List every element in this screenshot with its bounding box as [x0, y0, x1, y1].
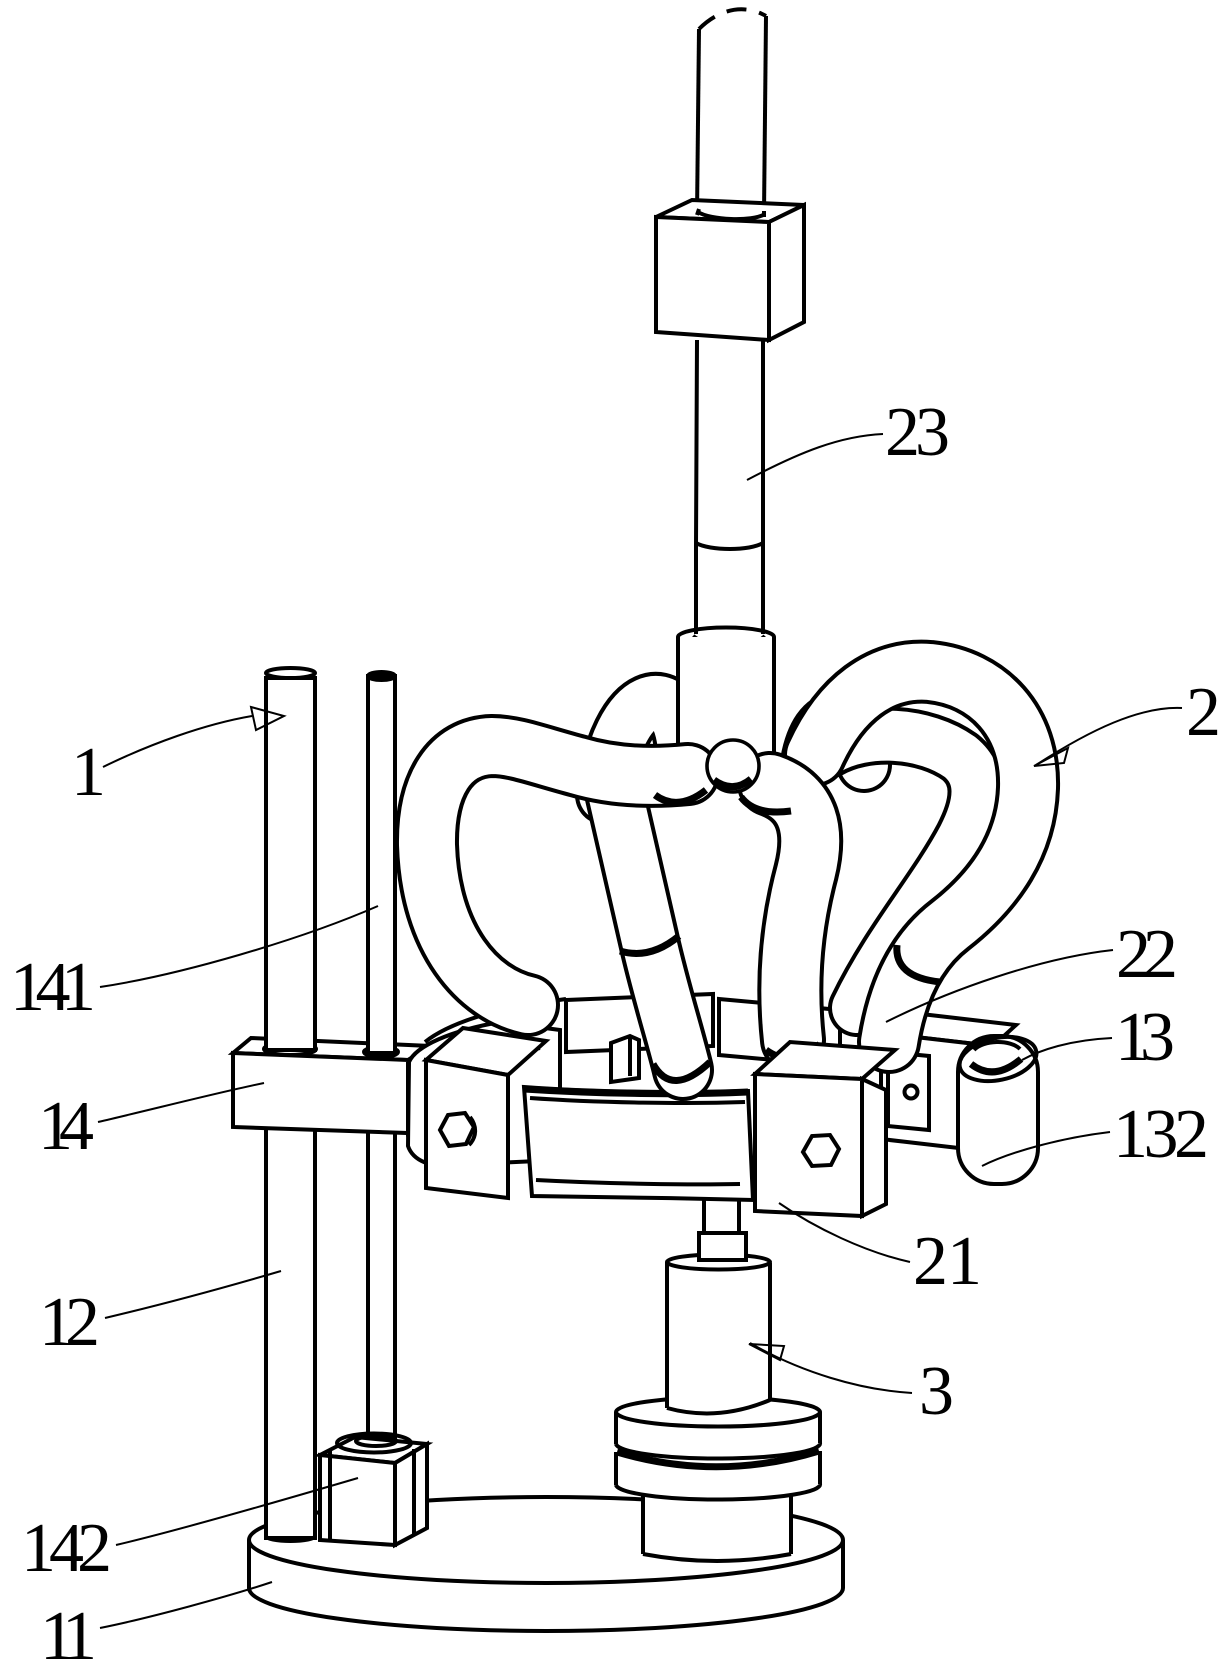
svg-text:12: 12: [39, 1284, 100, 1361]
svg-text:2: 2: [1186, 674, 1221, 751]
svg-text:22: 22: [1116, 916, 1178, 993]
svg-text:142: 142: [21, 1510, 112, 1587]
svg-text:23: 23: [885, 394, 950, 471]
svg-text:13: 13: [1115, 999, 1175, 1076]
svg-text:1: 1: [71, 734, 106, 811]
svg-text:14: 14: [38, 1088, 94, 1165]
svg-text:132: 132: [1113, 1096, 1209, 1173]
svg-text:3: 3: [919, 1353, 954, 1430]
svg-text:11: 11: [40, 1598, 97, 1665]
svg-text:21: 21: [913, 1223, 982, 1300]
svg-text:141: 141: [10, 949, 96, 1026]
